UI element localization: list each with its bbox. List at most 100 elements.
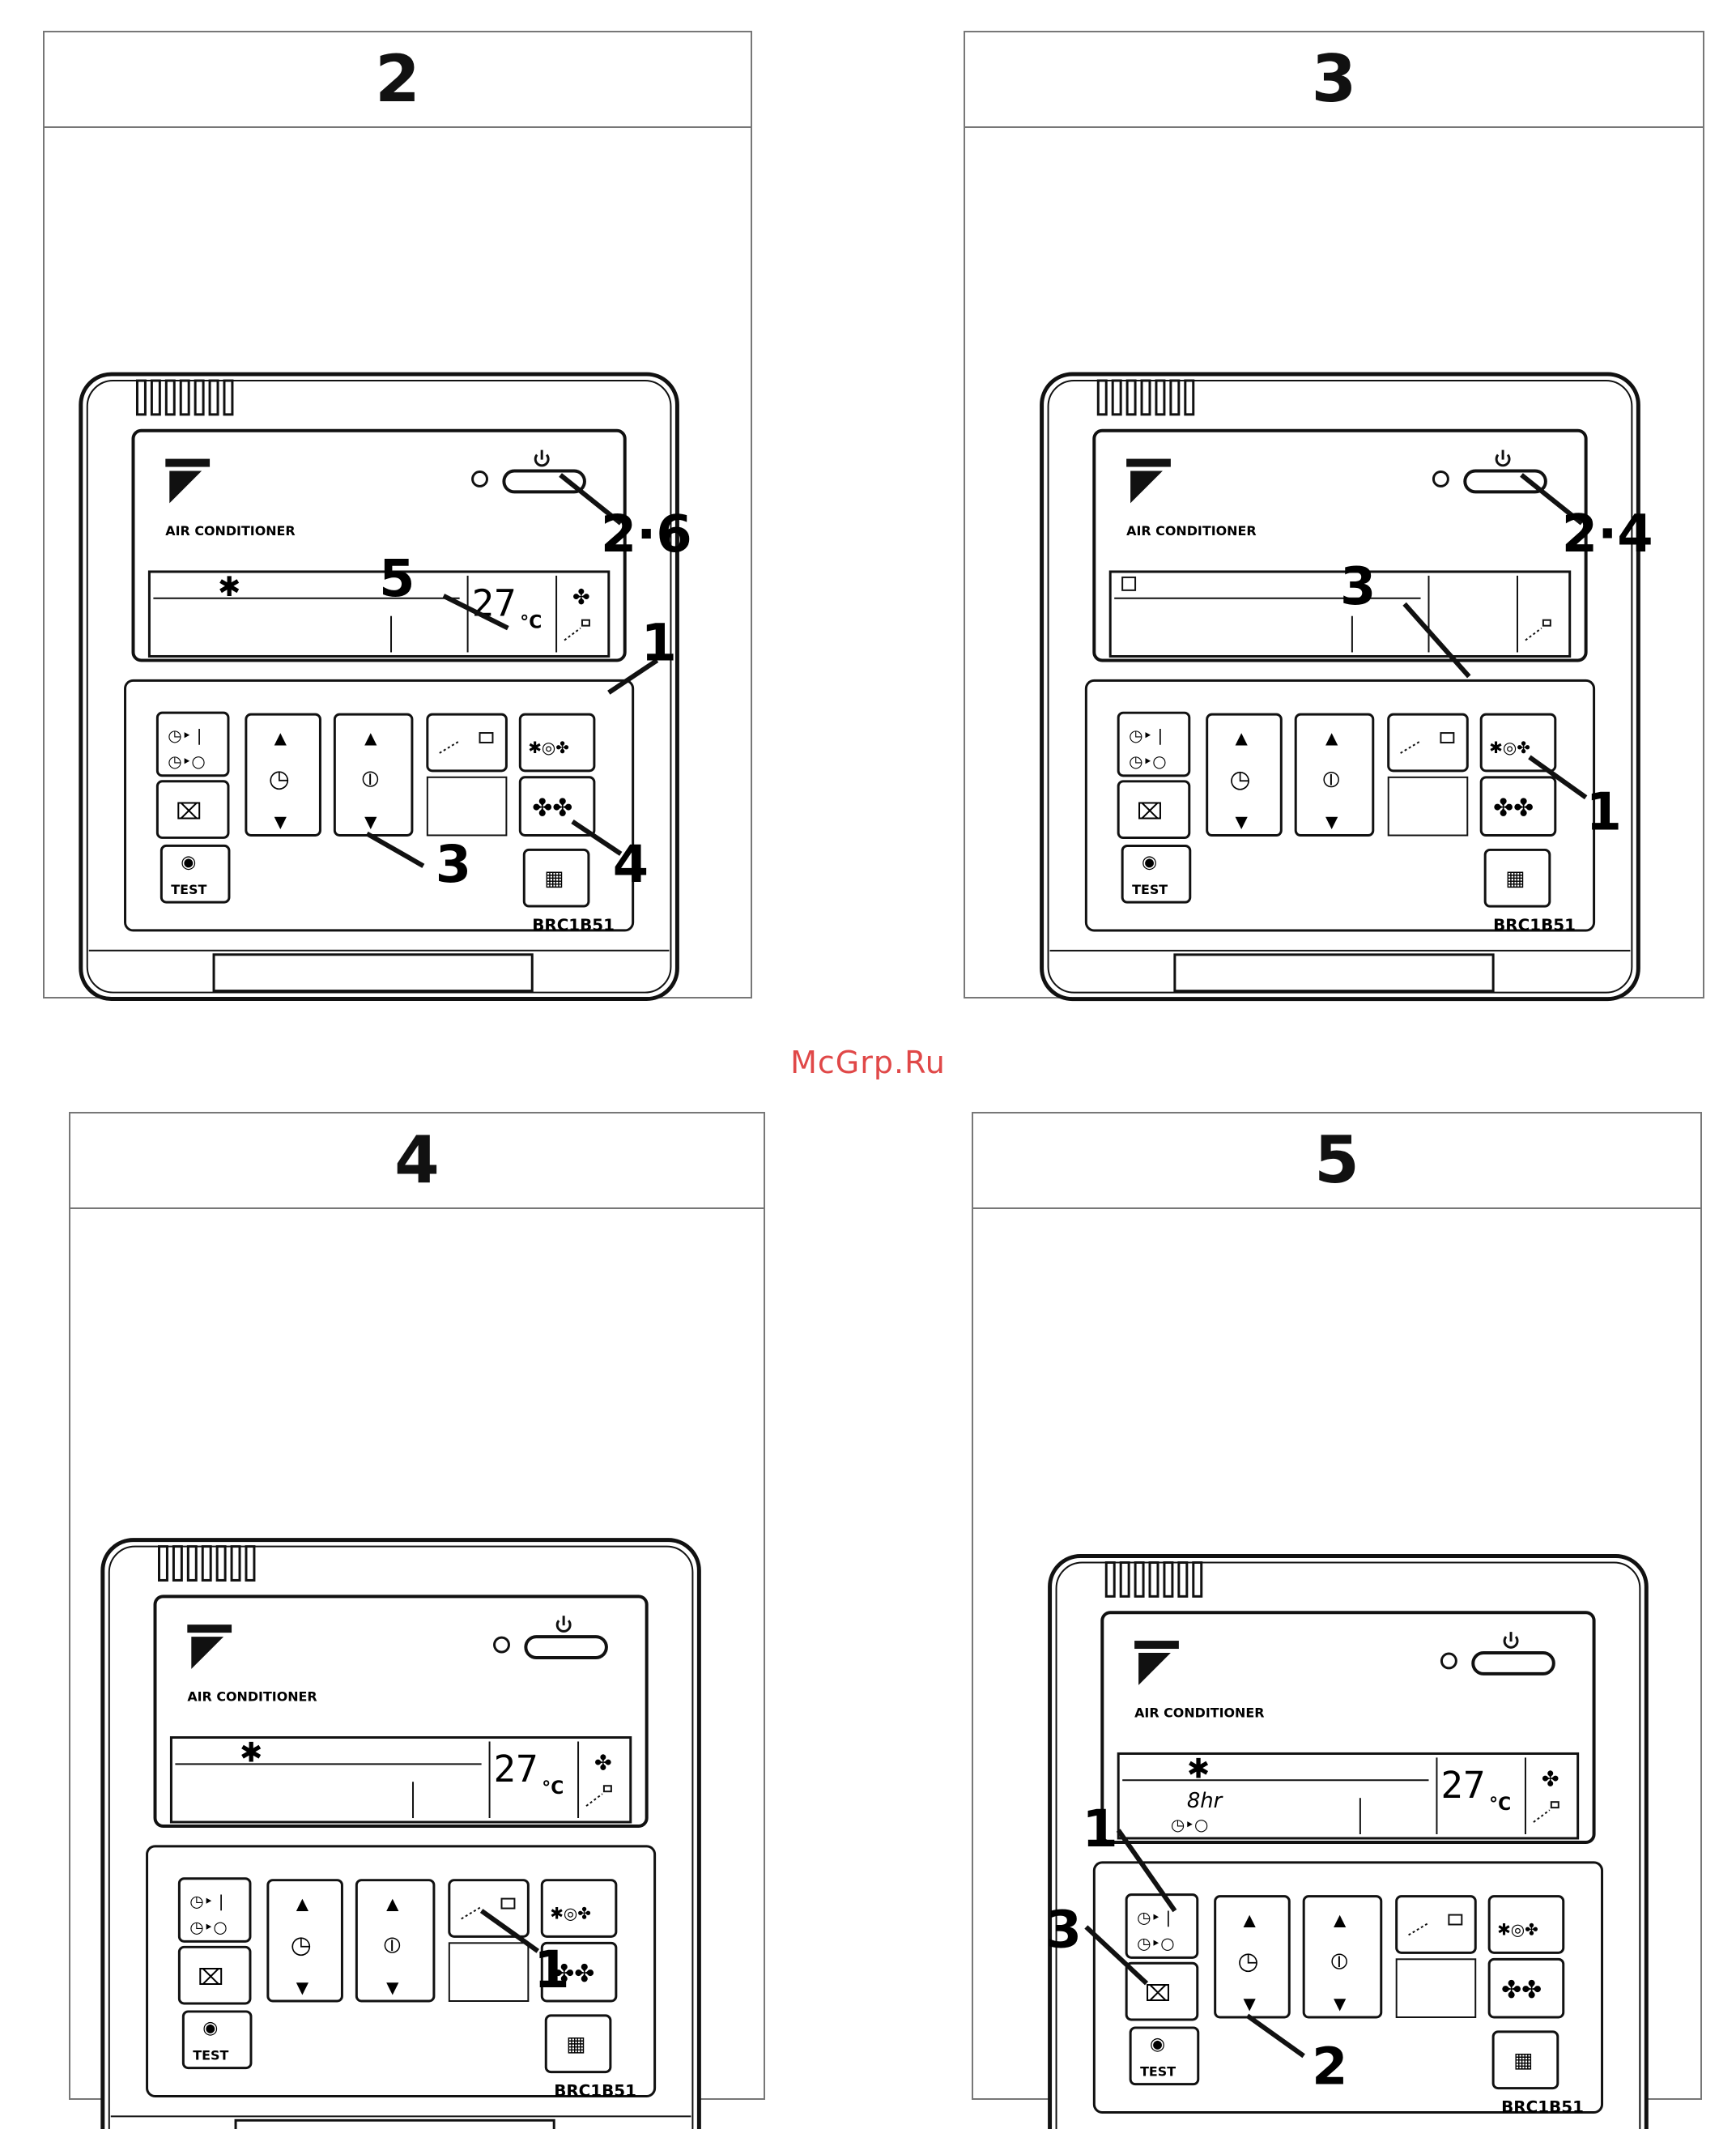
filter-reset-button[interactable] <box>522 848 590 908</box>
louver-icon <box>1400 732 1455 754</box>
brand-logo <box>1126 458 1171 504</box>
svg-text:◷‣○: ◷‣○ <box>1137 1934 1174 1952</box>
svg-text:▼: ▼ <box>274 813 287 832</box>
svg-text:1: 1 <box>1586 783 1622 843</box>
ventilation-icon <box>1121 576 1137 591</box>
svg-text:3: 3 <box>436 835 471 895</box>
inspection-test-button[interactable] <box>181 2010 253 2070</box>
ventilation-icon: ⌧ <box>1145 1980 1171 2007</box>
fan-icon: ✤✤ <box>1493 794 1534 823</box>
step-panel-2: 2 AIR CON <box>43 31 752 1002</box>
timer-mode-button[interactable] <box>177 1877 252 1943</box>
model-label: BRC1B51 <box>554 2081 636 2100</box>
timer-mode-button[interactable] <box>1117 711 1191 777</box>
mode-icon: ✱◎✤ <box>528 739 569 757</box>
svg-text:▼: ▼ <box>386 1978 399 1997</box>
timer-cancel-button[interactable] <box>155 780 230 839</box>
svg-text:◷‣○: ◷‣○ <box>168 752 205 771</box>
temperature-adjust-button[interactable] <box>1294 713 1375 837</box>
inspection-test-button[interactable] <box>1121 844 1192 904</box>
timer-adjust-button[interactable] <box>245 713 321 837</box>
louver-icon <box>1525 619 1551 641</box>
svg-text:1: 1 <box>641 613 677 673</box>
fan-speed-button[interactable] <box>1479 776 1557 837</box>
fan-icon: ✤✤ <box>554 1960 594 1988</box>
lcd-temperature: 27 <box>494 1748 538 1790</box>
panel-body: AIR CONDITIONER ✱ 27 °C ✤ <box>45 128 751 1002</box>
panel-body: AIR CONDITIONER ✱ 8hr ◷‣○ 27 °C ✤ ◷‣ | <box>973 1209 1700 2129</box>
svg-text:▼: ▼ <box>364 813 377 832</box>
power-button[interactable] <box>502 469 586 494</box>
clock-icon: ◷ <box>269 765 290 794</box>
remote-controller-illustration: AIR CONDITIONER ◷‣ | ◷‣○ ⌧ ◉ TEST <box>1040 372 1653 1002</box>
remote-controller-illustration: AIR CONDITIONER ✱ 8hr ◷‣○ 27 °C ✤ ◷‣ | <box>1046 1554 1649 2129</box>
clock-icon: ◷ <box>1238 1947 1259 1975</box>
vent-slots <box>157 1545 256 1582</box>
brand-label: AIR CONDITIONER <box>165 523 295 539</box>
thermometer-icon: ⦶ <box>384 1931 400 1958</box>
airflow-direction-button[interactable] <box>426 713 508 773</box>
model-label: BRC1B51 <box>1501 2097 1584 2116</box>
svg-text:1: 1 <box>534 1940 569 2000</box>
temperature-adjust-button[interactable] <box>1302 1895 1383 2019</box>
mode-icon: ✱◎✤ <box>1489 739 1530 757</box>
svg-text:▲: ▲ <box>274 729 287 747</box>
timer-cancel-button[interactable] <box>177 1945 252 2005</box>
fan-speed-button[interactable] <box>1487 1957 1565 2019</box>
fan-speed-button[interactable] <box>518 776 596 837</box>
airflow-direction-button[interactable] <box>448 1879 530 1938</box>
vent-slots <box>135 379 234 416</box>
panel-number: 3 <box>1311 41 1357 117</box>
power-button[interactable] <box>1471 1651 1555 1676</box>
inspection-test-button[interactable] <box>1129 2026 1200 2086</box>
lcd-unit: °C <box>520 613 542 633</box>
panel-number: 2 <box>375 41 420 117</box>
timer-adjust-button[interactable] <box>266 1879 343 2003</box>
model-label: BRC1B51 <box>532 916 615 935</box>
vent-slots <box>1104 1561 1203 1598</box>
filter-reset-button[interactable] <box>544 2014 612 2074</box>
operation-mode-button[interactable] <box>1479 713 1557 773</box>
lcd-mode-symbol: ✱ <box>240 1736 262 1768</box>
filter-icon: ▦ <box>566 2033 585 2057</box>
fan-icon: ✤✤ <box>1501 1976 1542 2004</box>
inspection-eye-icon: ◉ <box>181 852 196 872</box>
temperature-adjust-button[interactable] <box>355 1879 436 2003</box>
svg-text:2·4: 2·4 <box>1562 505 1653 564</box>
callout-2: 2 <box>1245 2013 1347 2097</box>
filter-reset-button[interactable] <box>1483 848 1551 908</box>
svg-text:▲: ▲ <box>364 729 377 747</box>
test-label: TEST <box>1140 2064 1176 2080</box>
callout-1: 1 <box>607 613 677 695</box>
power-button[interactable] <box>1463 469 1547 494</box>
svg-text:◷‣○: ◷‣○ <box>1129 752 1166 771</box>
filter-reset-button[interactable] <box>1491 2030 1559 2090</box>
power-indicator <box>471 471 488 488</box>
timer-cancel-button[interactable] <box>1117 780 1191 840</box>
lcd-display <box>1108 570 1572 658</box>
timer-mode-button[interactable] <box>155 711 230 777</box>
timer-adjust-button[interactable] <box>1206 713 1283 837</box>
airflow-direction-button[interactable] <box>1395 1895 1477 1954</box>
fan-speed-button[interactable] <box>540 1941 618 2003</box>
operation-mode-button[interactable] <box>1487 1895 1565 1954</box>
inspection-test-button[interactable] <box>160 844 231 904</box>
louver-icon <box>564 619 590 641</box>
power-button[interactable] <box>524 1635 608 1659</box>
panel-body: AIR CONDITIONER ✱ 27 °C ✤ ◷‣ | ◷‣○ ⌧ <box>70 1209 764 2129</box>
svg-text:5: 5 <box>379 549 415 609</box>
svg-text:▼: ▼ <box>1236 813 1249 832</box>
power-indicator <box>1432 470 1449 488</box>
clock-icon: ◷‣ | <box>1137 1909 1171 1927</box>
cover-hinge <box>1173 953 1495 993</box>
lcd-display <box>147 570 611 658</box>
clock-icon: ◷‣○ <box>1171 1816 1208 1834</box>
operation-mode-button[interactable] <box>540 1879 618 1938</box>
panel-header: 2 <box>45 32 751 128</box>
cover-hinge <box>234 2118 555 2129</box>
operation-mode-button[interactable] <box>518 713 596 773</box>
airflow-direction-button[interactable] <box>1387 713 1469 773</box>
brand-logo <box>1134 1641 1179 1685</box>
timer-cancel-button[interactable] <box>1125 1961 1199 2021</box>
svg-text:◷‣○: ◷‣○ <box>189 1918 227 1936</box>
